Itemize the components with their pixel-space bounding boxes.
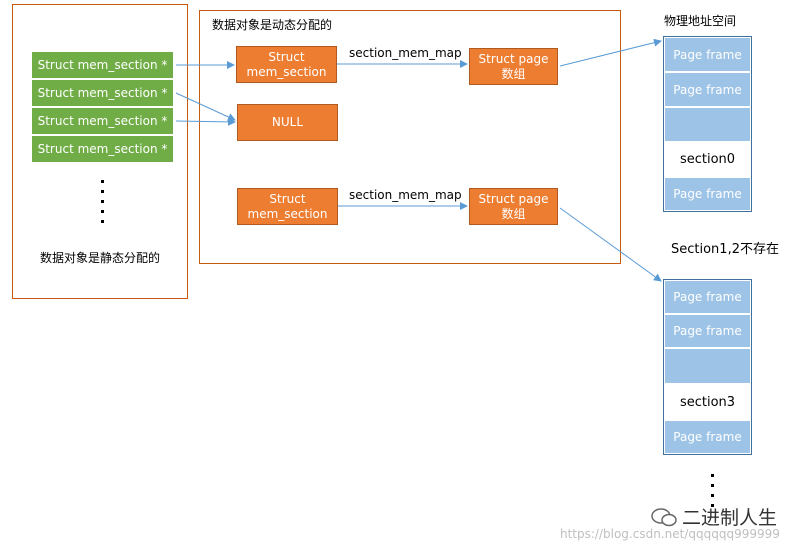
watermark-brand: 二进制人生 bbox=[682, 507, 778, 529]
static-pointer-3: Struct mem_section * bbox=[31, 135, 174, 163]
missing-sections-note: Section1,2不存在 bbox=[671, 242, 779, 257]
section0-label: section0 bbox=[664, 142, 751, 177]
arrow-pointer1-to-null bbox=[175, 92, 236, 121]
page-frame-6 bbox=[664, 348, 751, 384]
dynamic-frame bbox=[199, 10, 621, 264]
static-ellipsis bbox=[101, 180, 105, 230]
watermark-url: https://blog.csdn.net/qqqqqq999999 bbox=[560, 527, 780, 541]
arrow-page0-to-frame bbox=[559, 38, 662, 67]
static-caption: 数据对象是静态分配的 bbox=[40, 251, 161, 265]
mem-section-box-0: Struct mem_section bbox=[236, 46, 337, 83]
page-frame-3: Page frame bbox=[664, 177, 751, 211]
wechat-icon bbox=[651, 507, 677, 527]
struct-page-array-0: Struct page 数组 bbox=[469, 48, 558, 85]
page-frame-5: Page frame bbox=[664, 314, 751, 348]
physical-title: 物理地址空间 bbox=[664, 14, 737, 28]
page-frame-1: Page frame bbox=[664, 72, 751, 107]
page-frame-7: Page frame bbox=[664, 420, 751, 454]
static-pointer-2: Struct mem_section * bbox=[31, 107, 174, 135]
page-frame-2 bbox=[664, 107, 751, 142]
null-box: NULL bbox=[237, 104, 338, 141]
section-mem-map-label-0: section_mem_map bbox=[349, 46, 462, 60]
page-frame-0: Page frame bbox=[664, 37, 751, 72]
static-pointer-0: Struct mem_section * bbox=[31, 51, 174, 79]
physical-column-0: Page frame Page frame section0 Page fram… bbox=[663, 36, 752, 212]
arrow-pointer2-to-null bbox=[175, 117, 236, 126]
static-frame bbox=[12, 4, 188, 299]
section3-label: section3 bbox=[664, 384, 751, 420]
struct-page-array-1: Struct page 数组 bbox=[469, 188, 558, 225]
dynamic-caption: 数据对象是动态分配的 bbox=[212, 18, 333, 32]
physical-column-1: Page frame Page frame section3 Page fram… bbox=[663, 279, 752, 455]
section-mem-map-label-1: section_mem_map bbox=[349, 188, 462, 202]
arrow-page1-to-frame bbox=[559, 207, 662, 282]
page-frame-4: Page frame bbox=[664, 280, 751, 314]
physical-ellipsis bbox=[711, 474, 715, 514]
static-pointer-1: Struct mem_section * bbox=[31, 79, 174, 107]
mem-section-box-1: Struct mem_section bbox=[237, 188, 338, 225]
